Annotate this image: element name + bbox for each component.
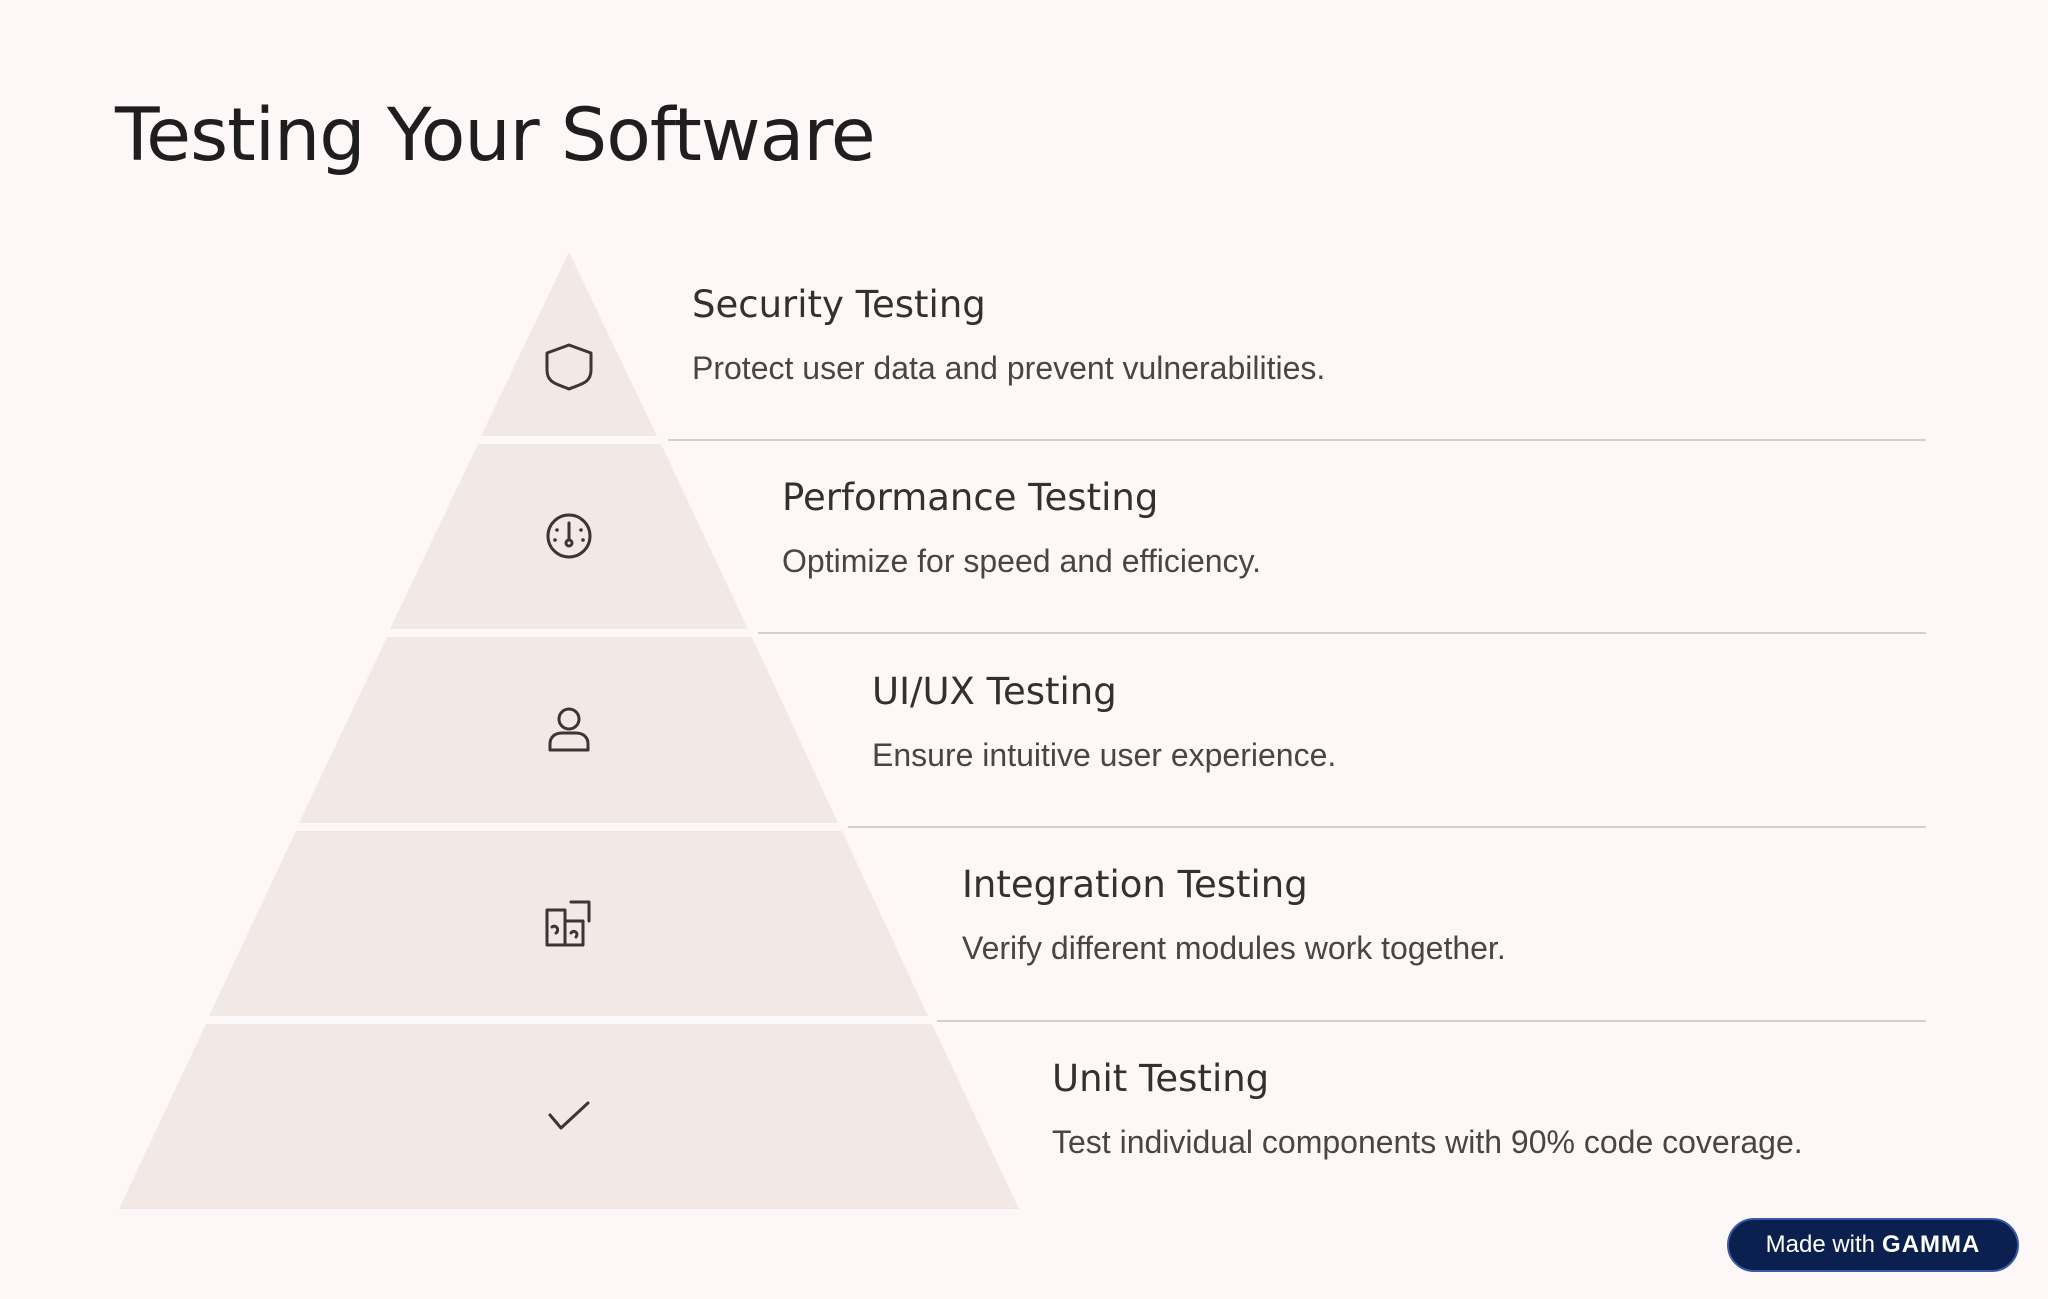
badge-prefix: Made with (1765, 1231, 1876, 1258)
tier-description: Optimize for speed and efficiency. (782, 543, 1262, 580)
slide-title: Testing Your Software (115, 93, 876, 178)
pyramid-tier-unit (119, 1024, 1019, 1209)
tier-heading: Security Testing (692, 283, 986, 326)
tier-description: Verify different modules work together. (962, 930, 1506, 967)
tier-uiux: UI/UX Testing Ensure intuitive user expe… (872, 670, 1336, 775)
puzzle-icon (545, 900, 591, 947)
tier-security: Security Testing Protect user data and p… (692, 283, 1325, 388)
user-icon (548, 707, 590, 752)
shield-icon (545, 343, 593, 391)
tier-description: Ensure intuitive user experience. (872, 737, 1337, 774)
tier-integration: Integration Testing Verify different mod… (962, 863, 1506, 968)
tier-performance: Performance Testing Optimize for speed a… (782, 476, 1261, 581)
check-icon (548, 1101, 590, 1130)
tier-heading: Integration Testing (962, 863, 1308, 906)
tier-unit: Unit Testing Test individual components … (1052, 1057, 1803, 1162)
speedometer-icon (546, 513, 592, 559)
tier-heading: Performance Testing (782, 476, 1159, 519)
gamma-logo: GAMMA (1882, 1231, 1981, 1258)
tier-heading: Unit Testing (1052, 1057, 1270, 1100)
pyramid-tier-integration (209, 831, 928, 1016)
tier-description: Test individual components with 90% code… (1052, 1124, 1803, 1161)
tier-description: Protect user data and prevent vulnerabil… (692, 350, 1326, 387)
tier-heading: UI/UX Testing (872, 670, 1117, 713)
made-with-gamma-badge[interactable]: Made with GAMMA (1727, 1218, 2019, 1272)
